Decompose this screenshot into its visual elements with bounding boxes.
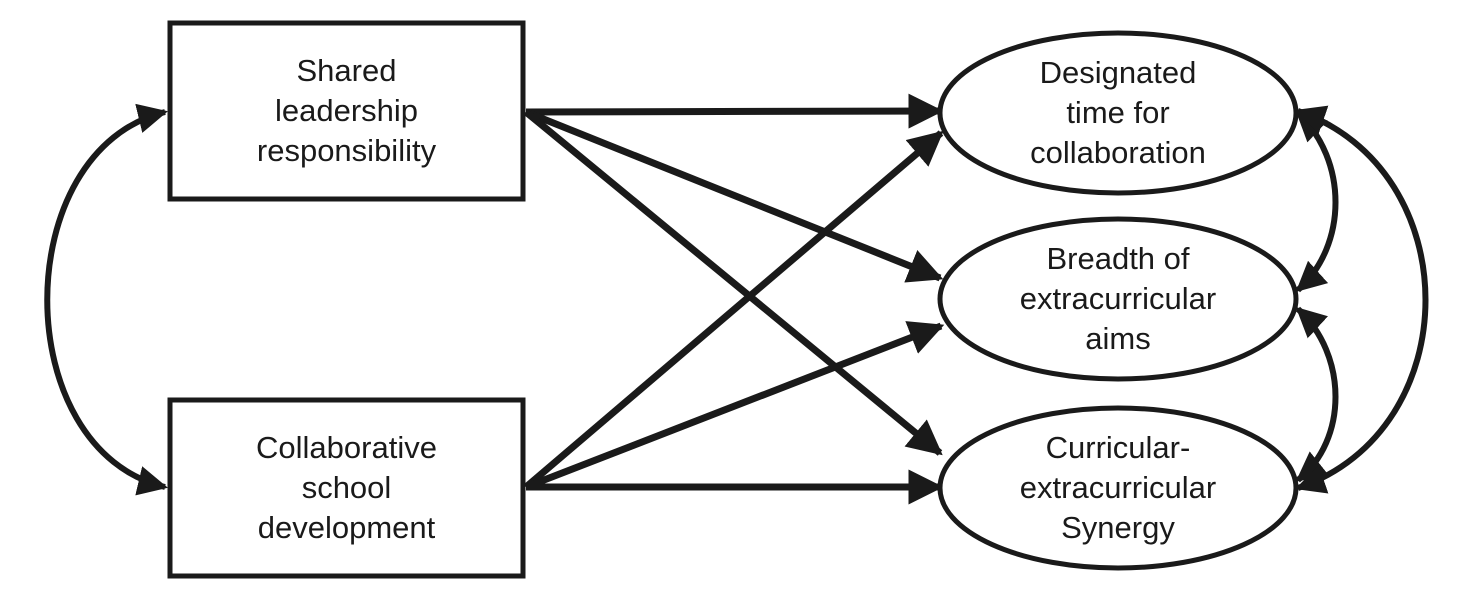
path-layer [523,93,945,505]
path-arrow-slr-to-ces [523,109,943,456]
path-arrow-slr-to-bea [524,108,944,283]
covariance-arrow-bea-ces [1295,306,1339,483]
node-ellipse-designated-time-for-collaboration [937,30,1299,196]
node-ellipse-curricular-extracurricular-synergy [937,405,1299,571]
covariance-arrow-dtc-ces [1295,105,1429,494]
path-arrow-csd-to-dtc [523,130,944,490]
path-arrow-slr-to-dtc [525,93,944,129]
node-box-collaborative-school-development [167,397,526,579]
covariance-arrow-slr-csd [44,103,168,496]
covariance-arrow-dtc-bea [1295,110,1339,293]
node-box-shared-leadership-responsibility [167,20,526,202]
node-ellipse-breadth-of-extracurricular-aims [937,216,1299,382]
path-arrow-csd-to-bea [524,321,945,491]
covariance-layer [44,103,1429,496]
node-layer [167,20,1299,579]
